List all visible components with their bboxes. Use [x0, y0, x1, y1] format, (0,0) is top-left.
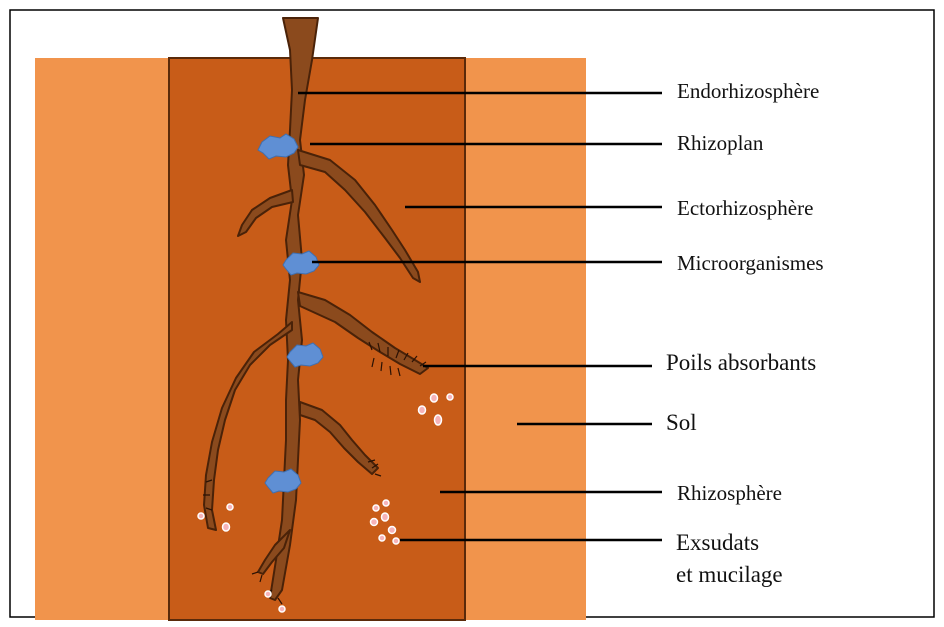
label-sol: Sol	[666, 410, 697, 436]
label-endorhizosphere: Endorhizosphère	[677, 78, 819, 104]
label-exsudats: Exsudats	[676, 530, 759, 556]
label-mucilage: et mucilage	[676, 562, 783, 588]
label-rhizosphere: Rhizosphère	[677, 480, 782, 506]
label-microorganismes: Microorganismes	[677, 250, 824, 276]
label-poils-absorbants: Poils absorbants	[666, 350, 816, 376]
rhizosphere-zone	[169, 58, 465, 620]
label-rhizoplan: Rhizoplan	[677, 130, 763, 156]
label-ectorhizosphere: Ectorhizosphère	[677, 195, 813, 221]
